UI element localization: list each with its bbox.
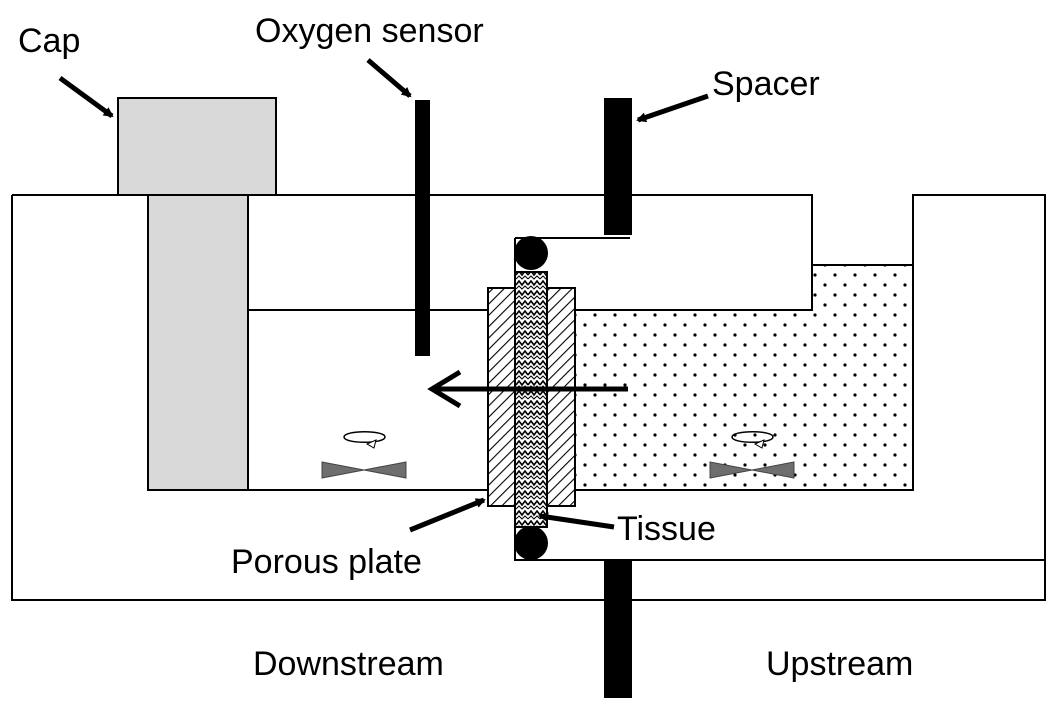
porous-plate-pointer: [409, 497, 486, 533]
cap-label: Cap: [18, 22, 80, 60]
porous-plate-right: [546, 287, 576, 507]
arrow-left-icon-head: [427, 369, 462, 409]
tissue: [514, 271, 548, 528]
upstream-label: Upstream: [766, 645, 913, 683]
downstream-label: Downstream: [253, 645, 444, 683]
spacer-pointer: [636, 93, 709, 123]
spacer-upper: [604, 98, 632, 235]
oxygen-sensor-label: Oxygen sensor: [255, 12, 484, 50]
porous-plate-left: [487, 287, 516, 507]
upstream-chamber-outline: [575, 195, 914, 491]
o-ring-lower: [514, 526, 548, 560]
spacer-lower: [604, 561, 632, 698]
tissue-pointer: [538, 512, 615, 530]
cap: [117, 97, 277, 196]
oxygen-sensor-pointer: [366, 58, 412, 98]
cap-pointer: [58, 75, 114, 119]
porous-plate-label: Porous plate: [231, 543, 422, 581]
magnetic-stirrer-icon: [709, 431, 795, 479]
cap-stem: [147, 194, 249, 491]
tissue-label: Tissue: [617, 510, 716, 548]
magnetic-stirrer-icon: [321, 431, 407, 479]
o-ring-upper: [514, 236, 548, 270]
oxygen-sensor: [415, 100, 430, 356]
spacer-label: Spacer: [712, 65, 820, 103]
upstream-liquid: [575, 265, 913, 490]
